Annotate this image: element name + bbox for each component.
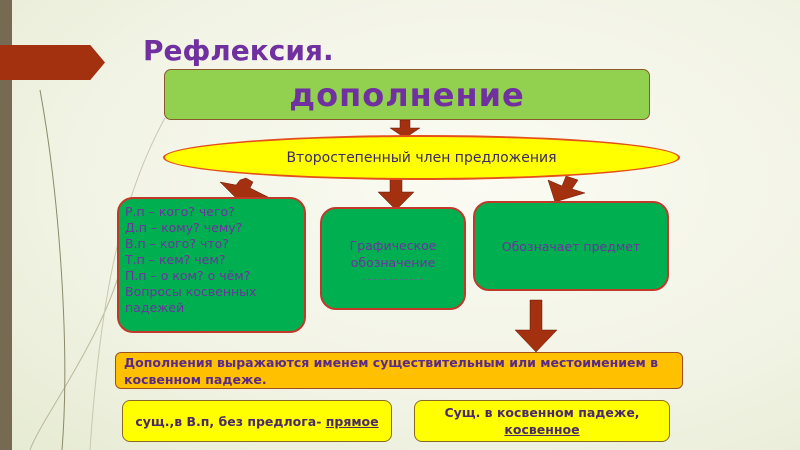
case-line: П.п – о ком? о чём? <box>125 268 251 283</box>
direct-text: сущ.,в В.п, без предлога- <box>135 413 326 429</box>
case-line: В.п – кого? что? <box>125 236 229 251</box>
arrow-bottom <box>514 299 558 353</box>
arrow-down-top <box>389 119 421 139</box>
graphic-box: Графическое обозначение <box>320 207 466 310</box>
main-concept-box: дополнение <box>164 69 650 120</box>
expression-box: Дополнения выражаются именем существител… <box>115 352 683 389</box>
case-line: Т.п – кем? чем? <box>125 252 226 267</box>
arrow-middle <box>377 175 415 211</box>
indirect-text: Сущ. в косвенном падеже, <box>444 405 640 420</box>
cases-box: Р.п – кого? чего? Д.п – кому? чему? В.п … <box>117 197 306 333</box>
indirect-object-box: Сущ. в косвенном падеже, косвенное <box>414 400 670 442</box>
decorative-strip <box>0 0 12 450</box>
dashed-underline <box>363 279 423 280</box>
direct-object-box: сущ.,в В.п, без предлога- прямое <box>122 400 392 442</box>
case-line: Д.п – кому? чему? <box>125 220 243 235</box>
case-line: Вопросы косвенных падежей <box>125 284 257 315</box>
arrow-right <box>547 175 586 203</box>
graphic-label: Графическое обозначение <box>349 238 437 270</box>
direct-type: прямое <box>325 413 379 429</box>
definition-ellipse: Второстепенный член предложения <box>163 135 680 180</box>
indirect-type: косвенное <box>504 422 580 437</box>
case-line: Р.п – кого? чего? <box>125 204 235 219</box>
page-title: Рефлексия. <box>143 34 334 67</box>
meaning-box: Обозначает предмет <box>473 201 669 291</box>
decorative-pentagon <box>0 45 105 80</box>
